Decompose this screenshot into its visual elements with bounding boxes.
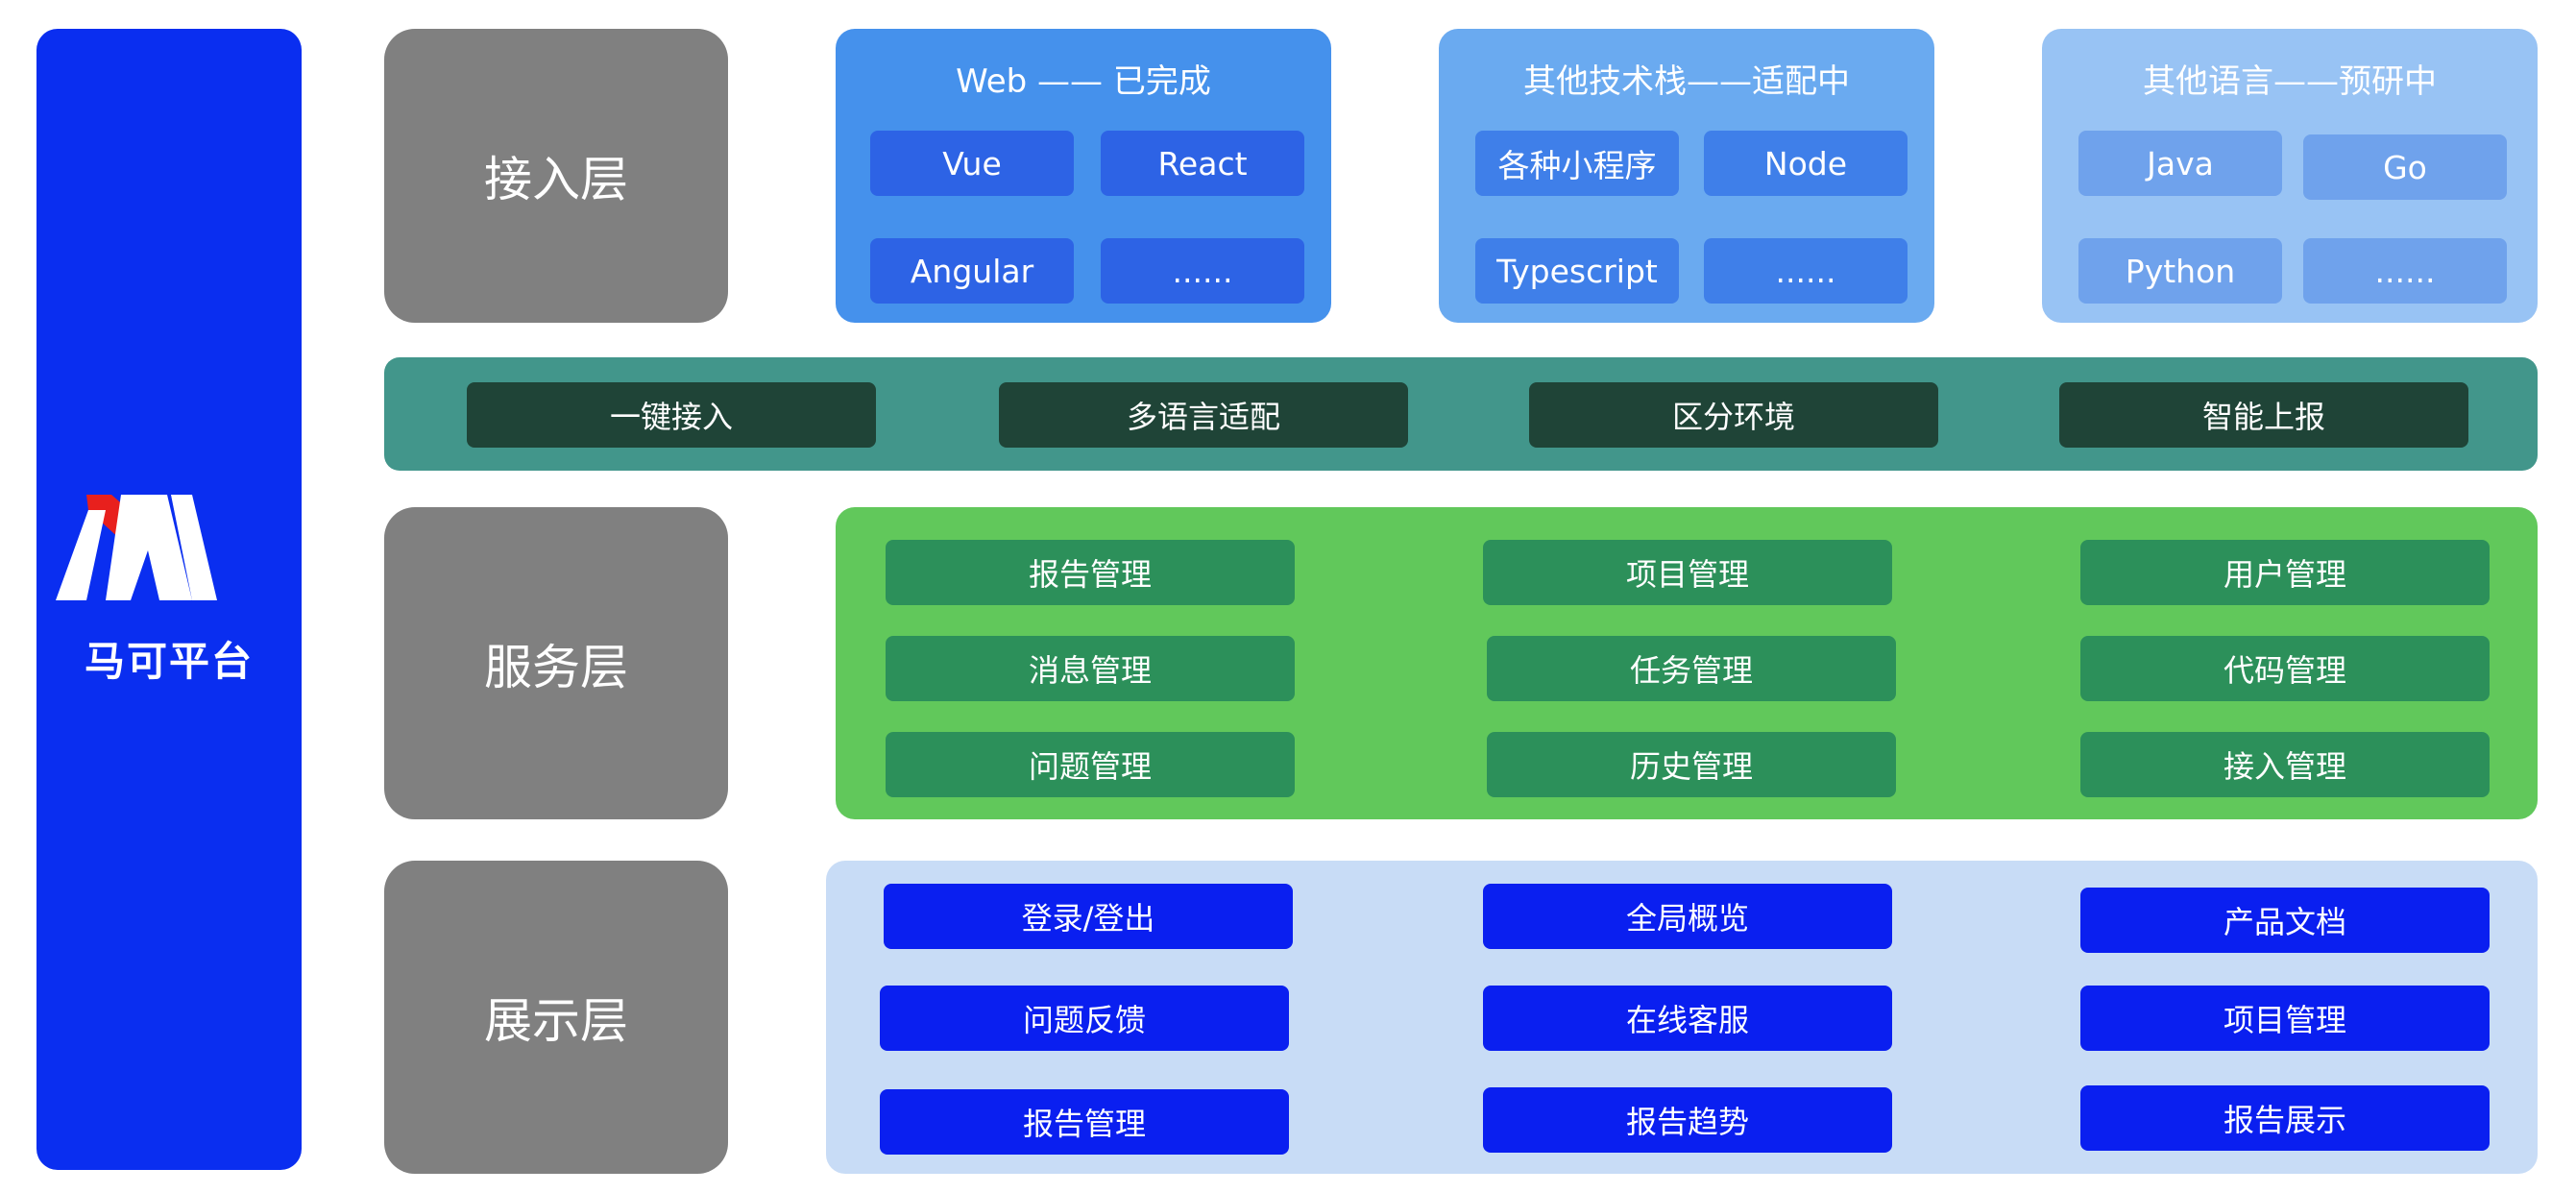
panel-title: 其他技术栈——适配中	[1523, 61, 1850, 101]
chip: Python	[2078, 238, 2282, 304]
service-item: 代码管理	[2080, 636, 2490, 701]
feature-item: 区分环境	[1529, 382, 1938, 448]
chip: Node	[1704, 131, 1908, 196]
layer-service-label: 服务层	[384, 507, 728, 819]
brand-name: 马可平台	[84, 637, 254, 685]
display-item: 报告管理	[880, 1089, 1289, 1155]
service-item: 接入管理	[2080, 732, 2490, 797]
chip: ......	[2303, 238, 2507, 304]
chip: Vue	[870, 131, 1074, 196]
chip: ......	[1704, 238, 1908, 304]
display-item: 报告展示	[2080, 1085, 2490, 1151]
chip: Go	[2303, 134, 2507, 200]
service-item: 用户管理	[2080, 540, 2490, 605]
display-item: 登录/登出	[884, 884, 1293, 949]
display-item: 全局概览	[1483, 884, 1892, 949]
chip: 各种小程序	[1475, 131, 1679, 196]
service-item: 问题管理	[886, 732, 1295, 797]
display-item: 问题反馈	[880, 986, 1289, 1051]
display-item: 报告趋势	[1483, 1087, 1892, 1153]
panel-title: Web —— 已完成	[956, 61, 1211, 101]
display-item: 产品文档	[2080, 888, 2490, 953]
service-item: 消息管理	[886, 636, 1295, 701]
platform-logo-icon	[48, 456, 221, 605]
display-item: 在线客服	[1483, 986, 1892, 1051]
service-item: 报告管理	[886, 540, 1295, 605]
service-item: 任务管理	[1487, 636, 1896, 701]
panel-title: 其他语言——预研中	[2143, 61, 2437, 101]
panel-languages: 其他语言——预研中 Java Go Python ......	[2042, 29, 2538, 323]
feature-item: 多语言适配	[999, 382, 1408, 448]
panel-web: Web —— 已完成 Vue React Angular ......	[836, 29, 1331, 323]
service-item: 历史管理	[1487, 732, 1896, 797]
chip: Typescript	[1475, 238, 1679, 304]
display-item: 项目管理	[2080, 986, 2490, 1051]
chip: Java	[2078, 131, 2282, 196]
service-item: 项目管理	[1483, 540, 1892, 605]
feature-item: 一键接入	[467, 382, 876, 448]
feature-item: 智能上报	[2059, 382, 2468, 448]
chip: Angular	[870, 238, 1074, 304]
chip: React	[1101, 131, 1304, 196]
panel-tech-stack: 其他技术栈——适配中 各种小程序 Node Typescript ......	[1439, 29, 1934, 323]
layer-display-label: 展示层	[384, 861, 728, 1174]
chip: ......	[1101, 238, 1304, 304]
layer-access-label: 接入层	[384, 29, 728, 323]
